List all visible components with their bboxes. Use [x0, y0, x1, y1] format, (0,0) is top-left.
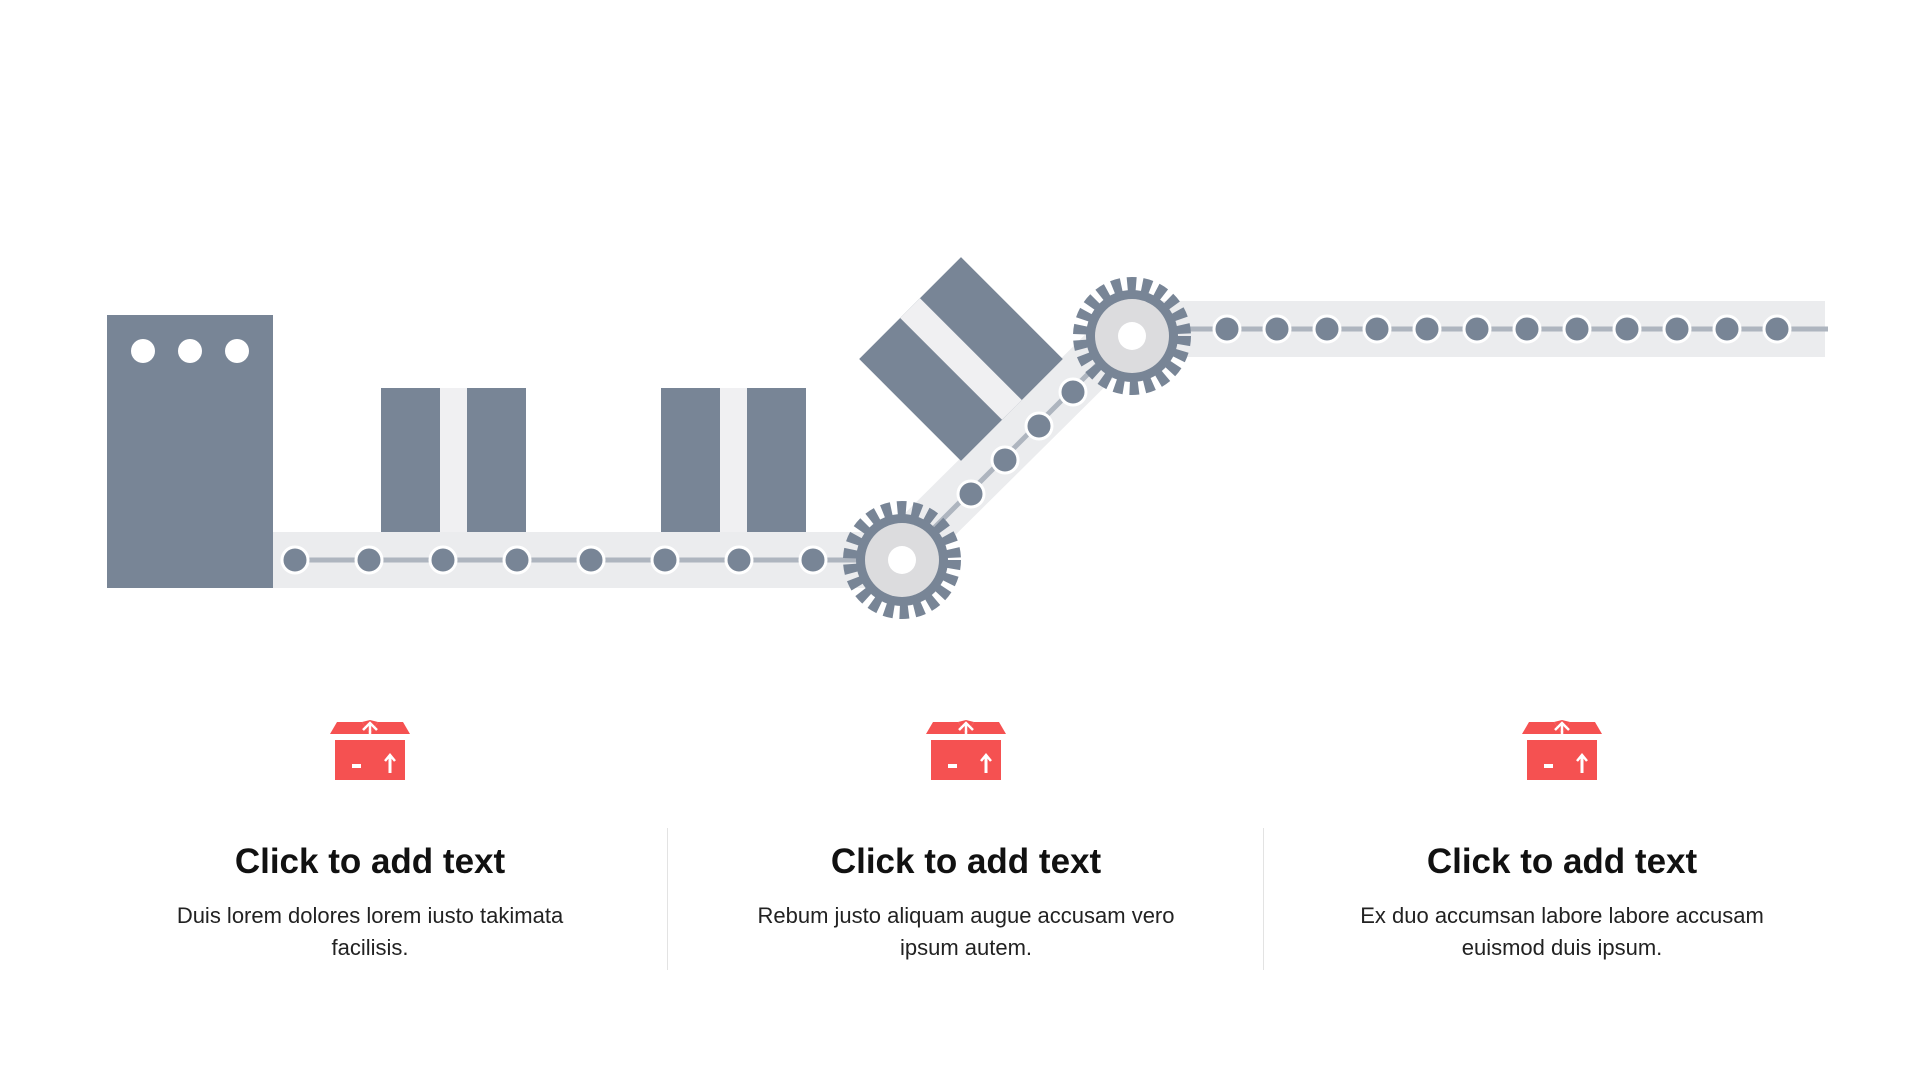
belt-roller — [650, 545, 680, 575]
belt-roller — [1662, 314, 1692, 344]
column-divider — [667, 828, 668, 970]
open-box-icon — [686, 720, 1246, 784]
upper-conveyor-belt — [1135, 301, 1828, 357]
belt-roller — [956, 479, 986, 509]
belt-roller — [1562, 314, 1592, 344]
belt-roller — [576, 545, 606, 575]
upper-gear — [1080, 284, 1184, 388]
inclined-conveyor-belt — [882, 306, 1150, 572]
belt-roller — [724, 545, 754, 575]
belt-roller — [354, 545, 384, 575]
column-heading[interactable]: Click to add text — [234, 842, 506, 881]
incline-belt-rollers — [956, 377, 1088, 509]
belt-roller — [1412, 314, 1442, 344]
belt-roller — [428, 545, 458, 575]
open-box-icon — [90, 720, 650, 784]
belt-roller — [1262, 314, 1292, 344]
belt-roller — [1712, 314, 1742, 344]
belt-roller — [990, 445, 1020, 475]
belt-roller — [1462, 314, 1492, 344]
lower-conveyor-belt — [272, 532, 910, 588]
machine-indicator-light — [131, 339, 155, 363]
belt-roller — [798, 545, 828, 575]
belt-roller — [1024, 411, 1054, 441]
packaging-machine — [107, 315, 273, 588]
column-description[interactable]: Duis lorem dolores lorem iusto takimata … — [176, 903, 564, 960]
belt-roller — [1362, 314, 1392, 344]
column-heading[interactable]: Click to add text — [830, 842, 1102, 881]
box-on-incline — [859, 257, 1063, 461]
upper-belt-rollers — [1212, 314, 1792, 344]
belt-roller — [280, 545, 310, 575]
lower-belt-rollers — [280, 545, 828, 575]
belt-roller — [1212, 314, 1242, 344]
box-on-belt — [381, 388, 526, 532]
machine-indicator-light — [225, 339, 249, 363]
box-on-belt — [661, 388, 806, 532]
column-heading[interactable]: Click to add text — [1426, 842, 1698, 881]
column-divider — [1263, 828, 1264, 970]
belt-roller — [1512, 314, 1542, 344]
belt-roller — [502, 545, 532, 575]
open-box-icon — [1282, 720, 1842, 784]
belt-roller — [1762, 314, 1792, 344]
column-description[interactable]: Ex duo accumsan labore labore accusam eu… — [1360, 903, 1764, 960]
belt-roller — [1058, 377, 1088, 407]
belt-roller — [1612, 314, 1642, 344]
belt-roller — [1312, 314, 1342, 344]
column-description[interactable]: Rebum justo aliquam augue accusam vero i… — [757, 903, 1175, 960]
lower-gear — [850, 508, 954, 612]
machine-indicator-light — [178, 339, 202, 363]
